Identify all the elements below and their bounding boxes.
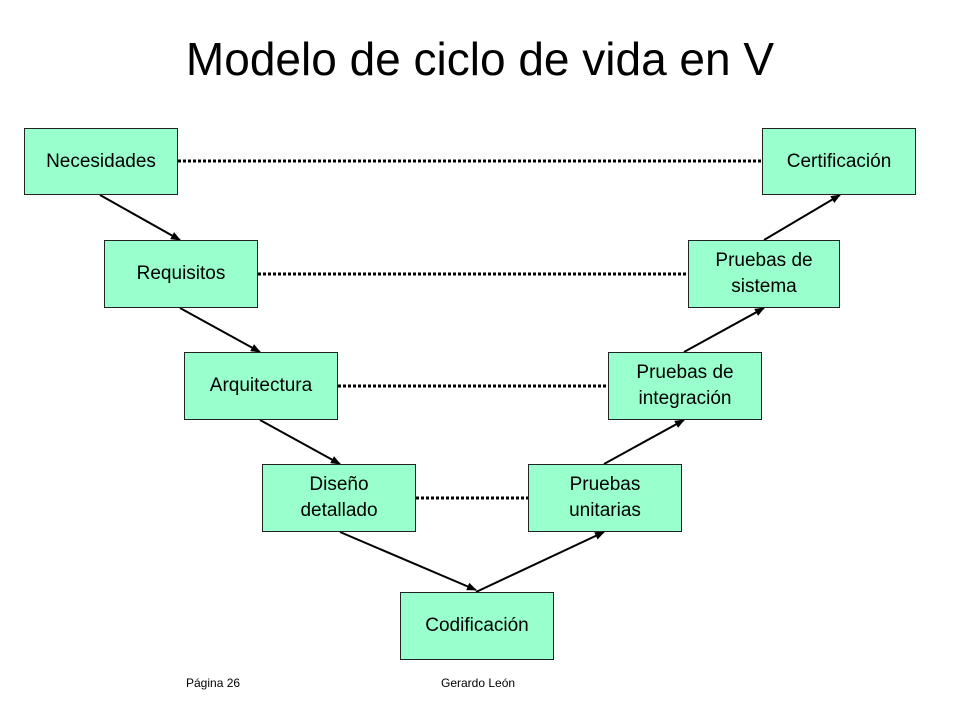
footer-page-number: Página 26 [186,676,241,690]
stage-diseno-detallado: Diseño detallado [262,464,416,532]
stage-codificacion: Codificación [400,592,554,660]
stage-certificacion: Certificación [762,128,916,195]
arrow-codificacion-unitarias [475,531,605,593]
arrow-unitarias-integracion [603,419,685,465]
stage-necesidades: Necesidades [24,128,178,195]
arrow-sistema-certificacion [763,194,841,241]
arrow-necesidades-requisitos [99,194,181,241]
stage-pruebas-sistema: Pruebas de sistema [688,240,840,308]
slide-title: Modelo de ciclo de vida en V [185,33,775,85]
stage-requisitos: Requisitos [104,240,258,308]
arrow-arquitectura-diseno [259,419,341,465]
stage-pruebas-integracion: Pruebas de integración [608,352,762,420]
arrow-requisitos-arquitectura [179,307,261,353]
arrow-diseno-codificacion [339,531,477,591]
footer-author: Gerardo León [441,676,516,690]
arrow-integracion-sistema [683,307,765,353]
stage-pruebas-unitarias: Pruebas unitarias [528,464,682,532]
stage-arquitectura: Arquitectura [184,352,338,420]
